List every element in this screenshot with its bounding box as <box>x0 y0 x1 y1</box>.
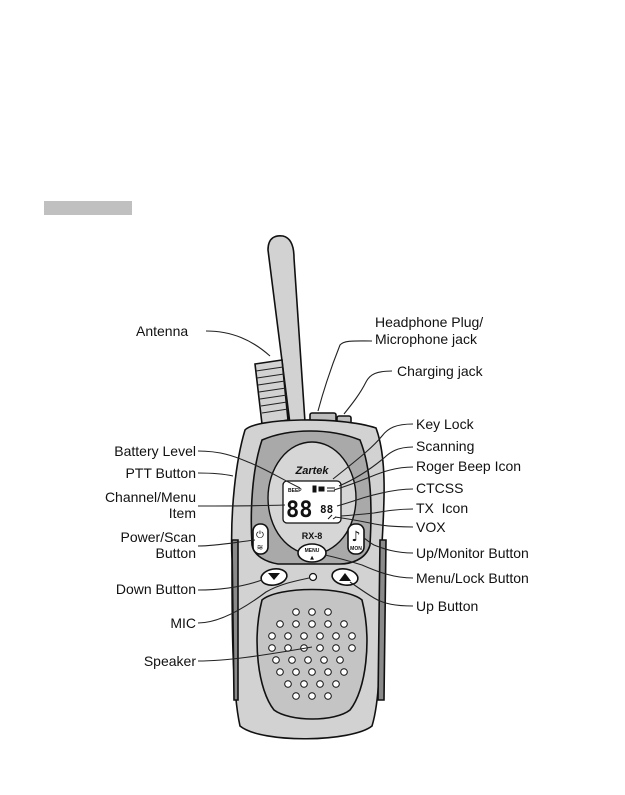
label-battery-level: Battery Level <box>114 443 196 459</box>
mon-label: MON <box>350 546 362 552</box>
label-speaker: Speaker <box>144 653 196 669</box>
speaker-hole <box>309 621 316 628</box>
speaker-hole <box>277 621 284 628</box>
speaker-hole <box>301 681 308 688</box>
music-note-icon: ♪ <box>352 529 361 545</box>
speaker-hole <box>317 633 324 640</box>
speaker-hole <box>349 633 356 640</box>
speaker-hole <box>341 621 348 628</box>
label-power-line2: Button <box>156 545 196 561</box>
speaker-hole <box>293 621 300 628</box>
speaker-hole <box>321 657 328 664</box>
label-up-button: Up Button <box>416 598 478 614</box>
label-scanning: Scanning <box>416 438 474 454</box>
speaker-hole <box>333 681 340 688</box>
model-label: RX-8 <box>302 531 323 541</box>
speaker-hole <box>301 633 308 640</box>
scan-mark-icon: ≋ <box>257 543 264 552</box>
label-ptt-button: PTT Button <box>125 465 196 481</box>
speaker-hole <box>273 657 280 664</box>
header-bar <box>44 201 132 215</box>
mic-hole <box>310 574 317 581</box>
speaker-hole <box>325 621 332 628</box>
speaker-hole <box>309 669 316 676</box>
label-vox: VOX <box>416 519 446 535</box>
speaker-hole <box>337 657 344 664</box>
label-mic: MIC <box>170 615 196 631</box>
label-ctcss: CTCSS <box>416 480 463 496</box>
label-up-monitor: Up/Monitor Button <box>416 545 529 561</box>
lcd-channel-digits: 88 <box>286 498 313 523</box>
label-power-line1: Power/Scan <box>121 529 196 545</box>
label-tx-icon: TX Icon <box>416 500 468 516</box>
label-menu-lock: Menu/Lock Button <box>416 570 529 586</box>
label-headphone-line2: Microphone jack <box>375 331 478 347</box>
label-antenna: Antenna <box>136 323 188 339</box>
speaker-hole <box>269 645 276 652</box>
speaker-hole <box>341 669 348 676</box>
lcd-beep-segment: BEEP <box>288 488 302 494</box>
label-down-button: Down Button <box>116 581 196 597</box>
label-roger-beep: Roger Beep Icon <box>416 458 521 474</box>
label-headphone-line1: Headphone Plug/ <box>375 314 483 330</box>
menu-label: MENU <box>305 548 320 554</box>
lcd-ctcss-digits: 88 <box>320 503 333 516</box>
power-icon: ⏻ <box>256 530 264 541</box>
lock-mark-icon: ▲ <box>310 555 314 561</box>
speaker-hole <box>293 693 300 700</box>
speaker-hole <box>333 633 340 640</box>
brand-logo: Zartek <box>294 465 329 477</box>
radio-illustration: Zartek BEEP 88 88 RX-8 ⏻ ≋ ♪ MON MENU ▲ <box>232 236 386 739</box>
speaker-hole <box>305 657 312 664</box>
speaker-hole <box>309 609 316 616</box>
label-key-lock: Key Lock <box>416 416 475 432</box>
speaker-hole <box>285 681 292 688</box>
label-channel-line2: Item <box>169 505 196 521</box>
speaker-hole <box>325 693 332 700</box>
speaker-hole <box>317 681 324 688</box>
speaker-hole <box>285 633 292 640</box>
speaker-hole <box>269 633 276 640</box>
speaker-hole <box>325 669 332 676</box>
label-channel-line1: Channel/Menu <box>105 489 196 505</box>
speaker-hole <box>333 645 340 652</box>
speaker-hole <box>325 609 332 616</box>
speaker-hole <box>293 609 300 616</box>
speaker-hole <box>349 645 356 652</box>
speaker-hole <box>289 657 296 664</box>
speaker-hole <box>309 693 316 700</box>
speaker-hole <box>293 669 300 676</box>
speaker-hole <box>277 669 284 676</box>
speaker-hole <box>317 645 324 652</box>
label-charging-jack: Charging jack <box>397 363 484 379</box>
